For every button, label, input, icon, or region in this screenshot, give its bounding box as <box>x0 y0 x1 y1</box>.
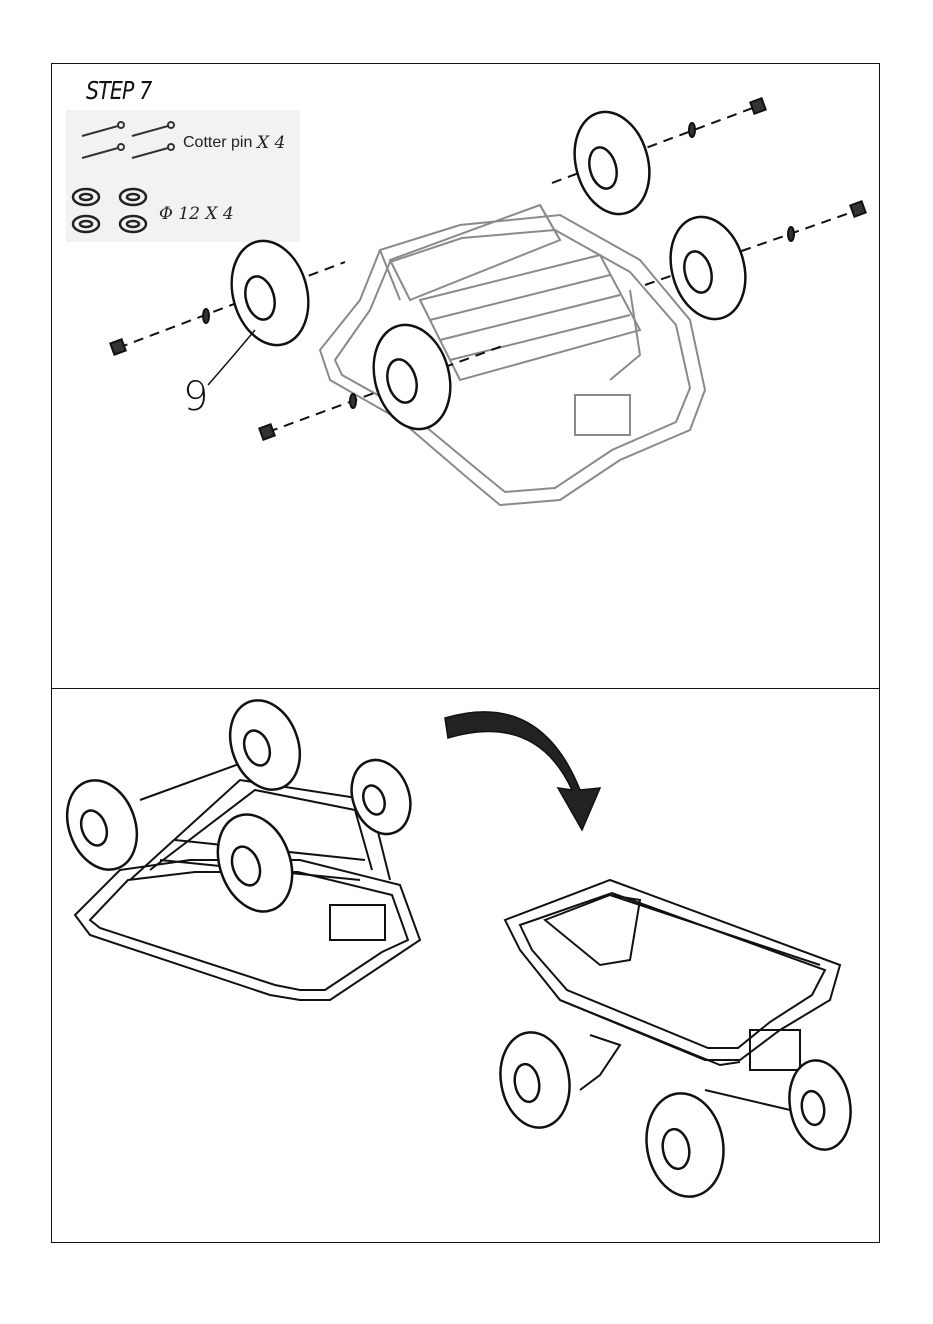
wheel-icon <box>493 1027 857 1203</box>
cotter-pin-quantity: X 4 <box>257 133 285 153</box>
washer-icon <box>73 189 146 232</box>
cotter-pin-icon <box>82 122 174 158</box>
cotter-pin-label: Cotter pin <box>183 134 252 152</box>
wheel-icon <box>55 690 420 921</box>
rotate-arrow-icon <box>445 712 600 830</box>
part-number-callout: 9 <box>183 374 208 420</box>
callout-leader <box>208 330 255 385</box>
washer-label: Φ 12 X 4 <box>159 204 234 224</box>
wheel-icon <box>221 103 757 437</box>
